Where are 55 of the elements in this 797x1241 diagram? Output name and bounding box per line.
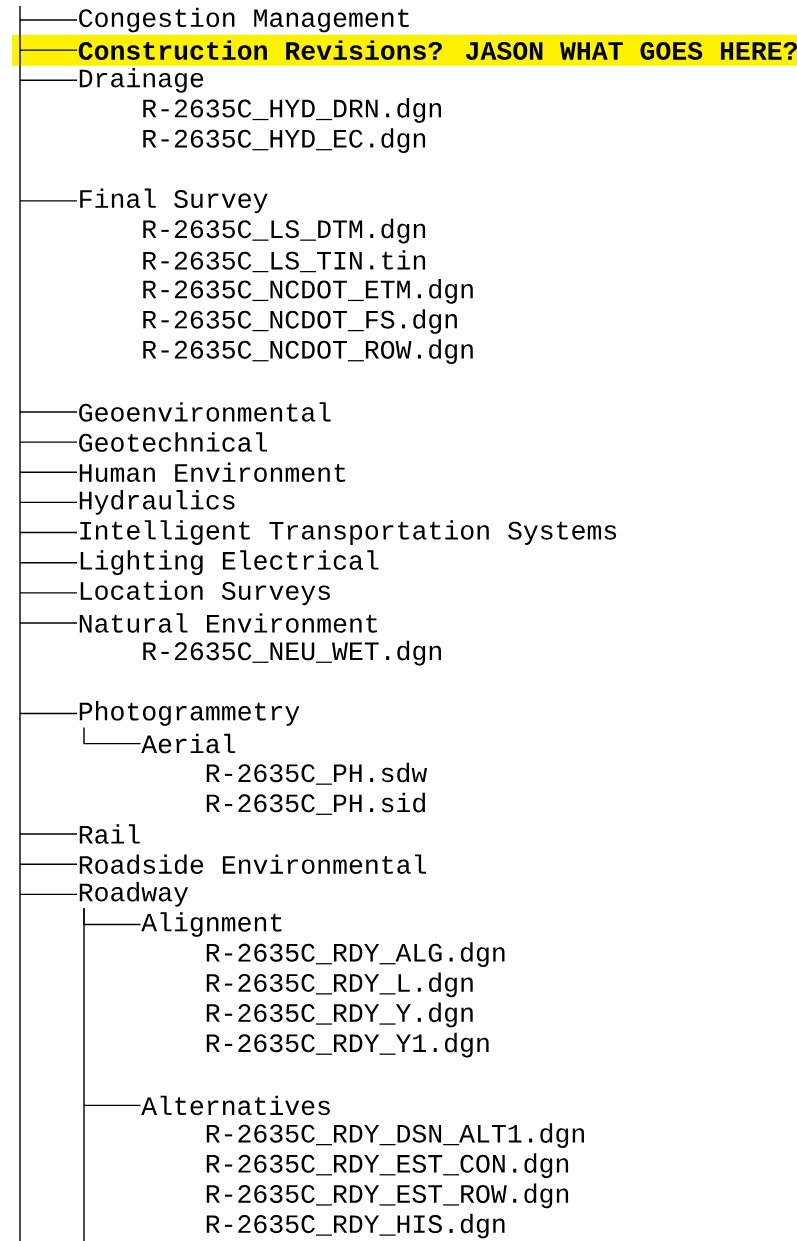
file-name: R-2635C_RDY_HIS.dgn	[206, 1213, 505, 1239]
file-name: R-2635C_RDY_DSN_ALT1.dgn	[206, 1123, 584, 1148]
tree-branch-line	[19, 471, 78, 473]
file-name: R-2635C_RDY_EST_CON.dgn	[206, 1153, 569, 1179]
file-name: R-2635C_PH.sdw	[206, 762, 428, 785]
file-name: R-2635C_RDY_Y.dgn	[206, 1002, 473, 1028]
folder-name: Construction Revisions? JASON WHAT GOES HERE?	[78, 40, 797, 60]
file-name: R-2635C_NCDOT_FS.dgn	[143, 309, 457, 334]
file-name: R-2635C_RDY_Y1.dgn	[206, 1032, 489, 1058]
tree-branch-line	[19, 863, 78, 865]
tree-branch-line	[19, 501, 78, 504]
file-name: R-2635C_NEU_WET.dgn	[143, 640, 441, 666]
folder-name: Natural Environment	[79, 613, 378, 633]
folder-name: Roadside Environmental	[79, 854, 427, 874]
tree-branch-line	[19, 49, 78, 51]
folder-name: Rail	[79, 824, 140, 844]
folder-name: Drainage	[79, 67, 204, 93]
tree-branch-line	[19, 19, 78, 21]
folder-name: Human Environment	[79, 462, 346, 482]
file-name: R-2635C_HYD_EC.dgn	[143, 128, 426, 153]
folder-name: Hydraulics	[79, 490, 235, 515]
file-name: R-2635C_NCDOT_ROW.dgn	[143, 339, 473, 364]
folder-name: Congestion Management	[79, 7, 409, 33]
tree-branch-line	[19, 893, 78, 896]
file-name: R-2635C_RDY_L.dgn	[206, 972, 473, 998]
folder-name: Final Survey	[80, 188, 268, 214]
tree-branch-line	[19, 562, 78, 564]
folder-name: Intelligent Transportation Systems	[80, 520, 617, 545]
tree-branch-line	[19, 441, 78, 443]
tree-branch-line	[19, 200, 78, 202]
folder-name: Roadway	[79, 882, 189, 907]
folder-name: Alternatives	[141, 1095, 330, 1116]
file-name: R-2635C_RDY_ALG.dgn	[206, 942, 505, 967]
folder-name: Geotechnical	[79, 432, 268, 452]
tree-branch-line	[19, 411, 78, 413]
tree-branch-line	[19, 79, 78, 81]
tree-branch-line	[19, 622, 78, 624]
file-name: R-2635C_RDY_EST_ROW.dgn	[206, 1183, 569, 1209]
folder-name: Aerial	[141, 733, 236, 754]
tree-branch-line	[19, 833, 78, 835]
folder-name: Alignment	[141, 912, 282, 937]
tree-branch-line	[19, 592, 78, 594]
file-name: R-2635C_LS_DTM.dgn	[143, 218, 426, 244]
file-name: R-2635C_NCDOT_ETM.dgn	[143, 279, 473, 304]
tree-branch-line	[19, 531, 78, 534]
folder-name: Photogrammetry	[79, 701, 300, 726]
file-name: R-2635C_HYD_DRN.dgn	[143, 98, 441, 123]
folder-name: Geoenvironmental	[79, 402, 331, 422]
file-name: R-2635C_PH.sid	[206, 792, 425, 815]
folder-name: Lighting Electrical	[80, 550, 379, 576]
tree-branch-line	[19, 712, 78, 715]
file-name: R-2635C_LS_TIN.tin	[143, 250, 426, 273]
tree-branch-line	[83, 907, 142, 1107]
tree-branch-line	[83, 726, 142, 745]
folder-name: Location Surveys	[80, 580, 330, 606]
